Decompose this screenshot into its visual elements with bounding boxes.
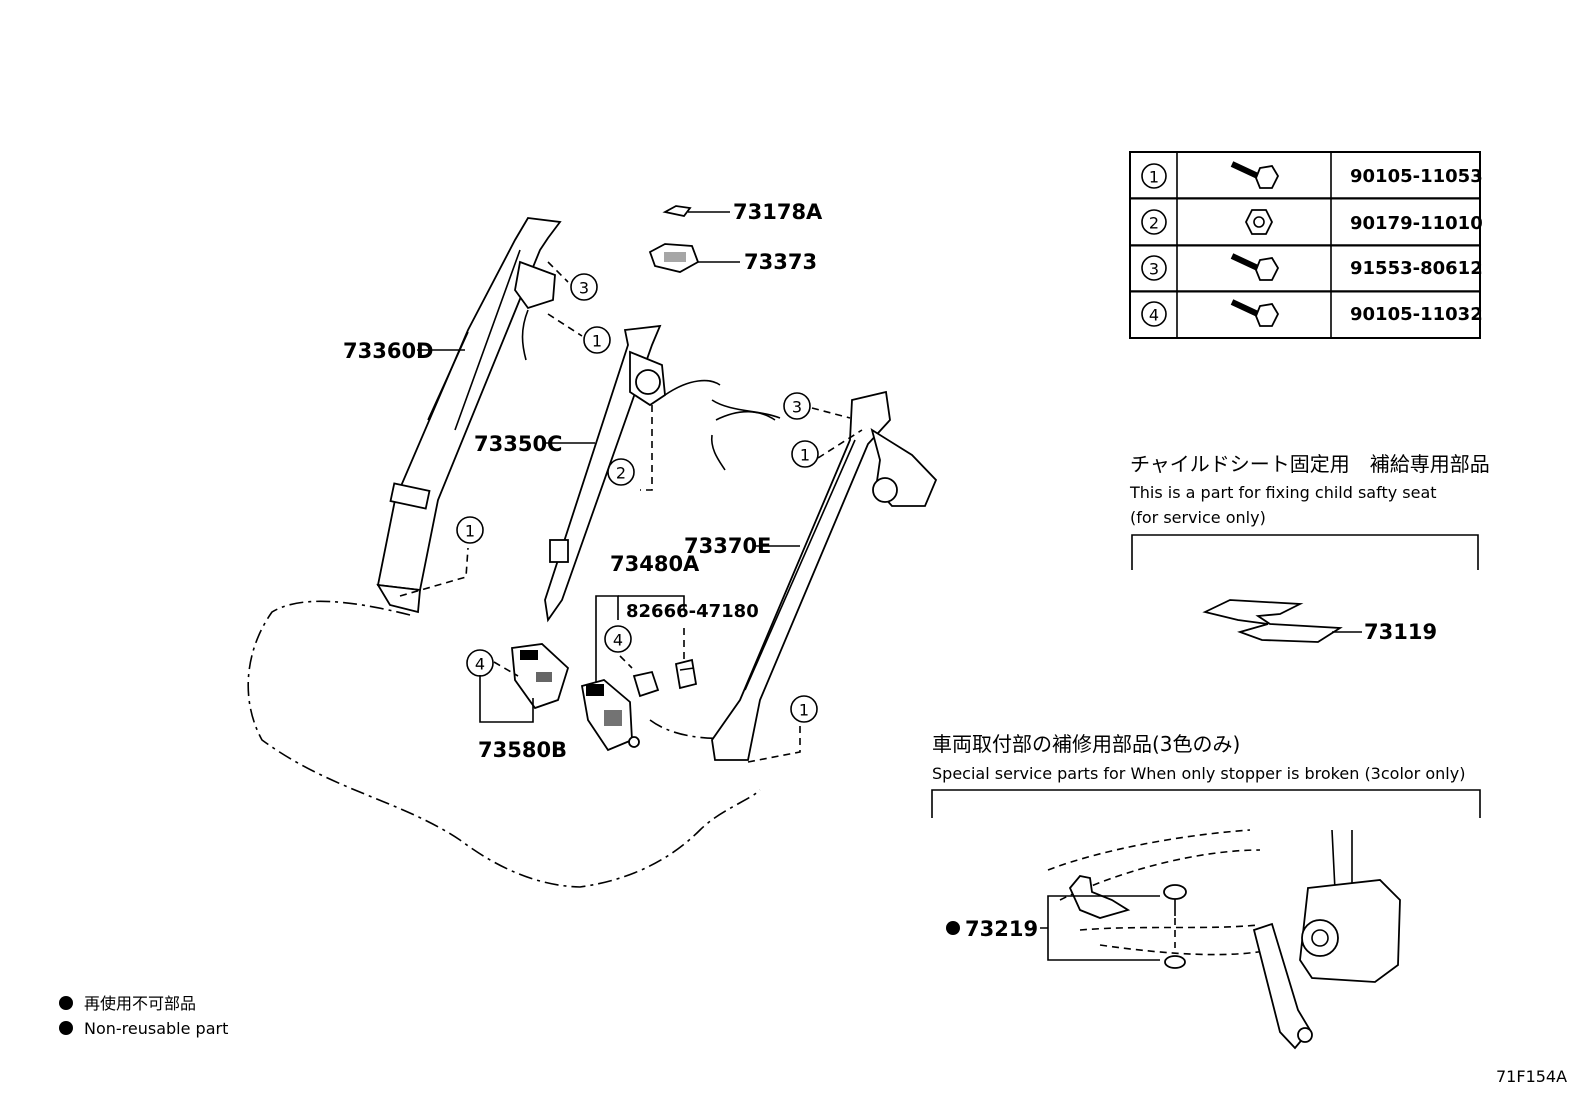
label-73370E: 73370E [684, 534, 771, 558]
fastener-row: 2 90179-11010 [1141, 209, 1483, 235]
rear-seat-outline [247, 600, 761, 888]
label-73360D: 73360D [343, 339, 434, 363]
svg-text:2: 2 [1149, 214, 1159, 233]
fastener-row: 3 91553-80612 [1141, 253, 1483, 281]
label-73178A: 73178A [733, 200, 823, 224]
label-73373: 73373 [744, 250, 817, 274]
part-73119[interactable] [1202, 599, 1343, 643]
part-73373[interactable] [648, 243, 700, 273]
part-82666-47180[interactable] [674, 658, 698, 690]
callout-3-right: 3 [783, 392, 811, 420]
svg-text:4: 4 [1149, 306, 1159, 325]
callout-1-right-top: 1 [791, 440, 819, 468]
stopper-title-en: Special service parts for When only stop… [932, 764, 1465, 783]
callout-4-center: 4 [604, 625, 632, 653]
label-73350C: 73350C [474, 432, 562, 456]
non-reusable-marker [59, 1021, 73, 1035]
svg-text:2: 2 [616, 464, 626, 483]
svg-text:4: 4 [613, 631, 623, 650]
callout-1-right-bottom: 1 [790, 695, 818, 723]
part-73178A[interactable] [662, 205, 692, 217]
fastener-part-number: 91553-80612 [1350, 258, 1483, 279]
buckle-73480A[interactable] [580, 670, 660, 752]
hex-nut-icon [1244, 209, 1274, 235]
flange-bolt-icon [1230, 253, 1280, 281]
dash-leaders-73360D [399, 261, 583, 597]
stopper-title-jp: 車両取付部の補修用部品(3色のみ) [932, 732, 1240, 756]
svg-text:4: 4 [475, 655, 485, 674]
svg-text:1: 1 [799, 701, 809, 720]
callout-2-center: 2 [607, 458, 635, 486]
svg-text:3: 3 [792, 398, 802, 417]
belt-73370E[interactable] [710, 390, 938, 761]
buckle-73580B[interactable] [511, 643, 570, 710]
callout-3-top-left: 3 [570, 273, 598, 301]
label-73580B: 73580B [478, 738, 567, 762]
svg-text:1: 1 [1149, 168, 1159, 187]
dash-leaders-73370E [747, 407, 863, 763]
fastener-part-number: 90179-11010 [1350, 213, 1483, 234]
belt-73350C[interactable] [544, 324, 781, 623]
callout-4-left: 4 [466, 649, 494, 677]
svg-text:3: 3 [579, 279, 589, 298]
non-reusable-marker [946, 921, 960, 935]
svg-text:1: 1 [800, 446, 810, 465]
flange-bolt-icon [1230, 161, 1280, 189]
stopper-belt-illustration [1047, 829, 1401, 1050]
legend: 再使用不可部品 Non-reusable part [59, 994, 228, 1038]
label-73219: 73219 [965, 917, 1038, 941]
callout-1-left-belt: 1 [456, 516, 484, 544]
label-73480A: 73480A [610, 552, 700, 576]
svg-text:1: 1 [465, 522, 475, 541]
flange-bolt-icon [1230, 299, 1280, 327]
svg-text:1: 1 [592, 332, 602, 351]
belt-73360D[interactable] [376, 217, 562, 614]
svg-text:3: 3 [1149, 260, 1159, 279]
fastener-table: 1 90105-11053 2 90179-11010 3 [1129, 151, 1483, 339]
legend-en: Non-reusable part [84, 1019, 228, 1038]
non-reusable-marker [59, 996, 73, 1010]
stopper-section: 車両取付部の補修用部品(3色のみ) Special service parts … [931, 732, 1481, 1050]
part-73219-clip[interactable] [1163, 884, 1187, 969]
fastener-row: 1 90105-11053 [1141, 161, 1483, 189]
fastener-part-number: 90105-11032 [1350, 304, 1483, 325]
child-seat-subtitle: (for service only) [1130, 508, 1266, 527]
label-82666-47180: 82666-47180 [626, 601, 759, 622]
callout-1-top-left: 1 [583, 326, 611, 354]
fastener-row: 4 90105-11032 [1141, 299, 1483, 327]
child-seat-section: チャイルドシート固定用 補給専用部品 This is a part for fi… [1129, 452, 1490, 644]
child-seat-title-en: This is a part for fixing child safty se… [1129, 483, 1437, 502]
legend-jp: 再使用不可部品 [84, 994, 196, 1013]
child-seat-title-jp: チャイルドシート固定用 補給専用部品 [1130, 452, 1490, 476]
label-73119: 73119 [1364, 620, 1437, 644]
figure-code: 71F154A [1496, 1067, 1567, 1086]
fastener-part-number: 90105-11053 [1350, 166, 1483, 187]
